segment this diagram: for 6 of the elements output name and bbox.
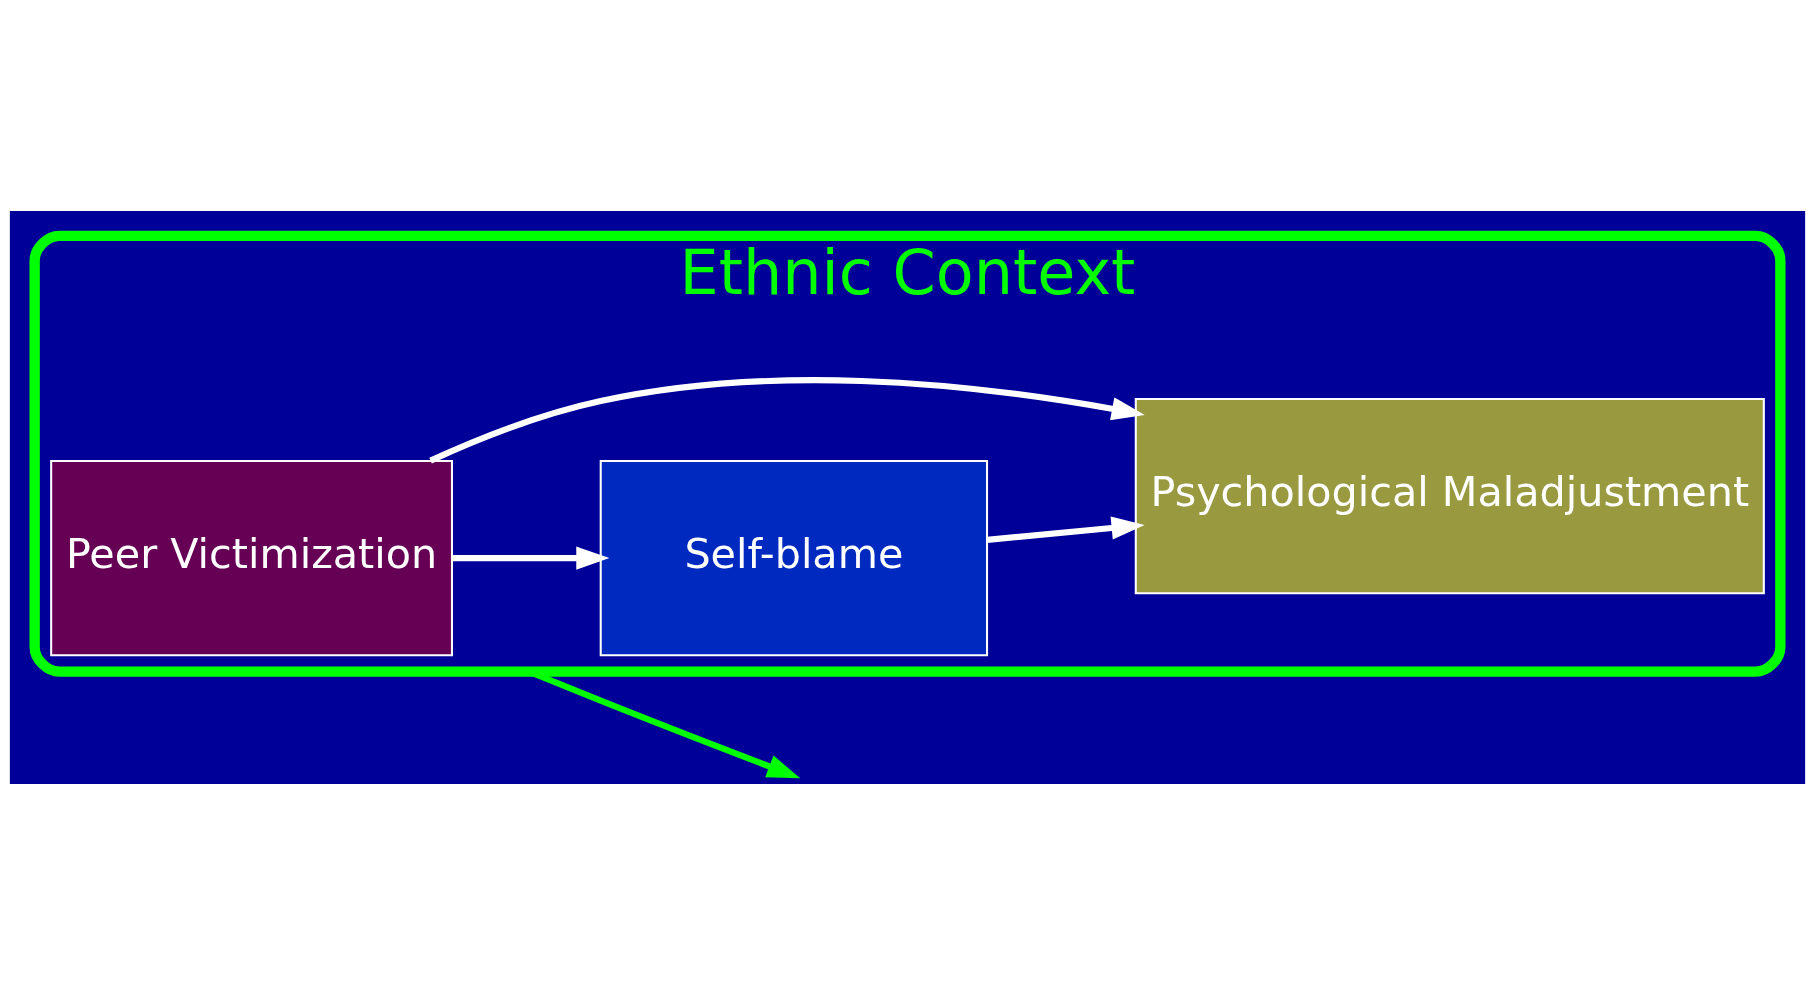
arrow	[986, 516, 1145, 543]
arrow	[452, 546, 609, 570]
node-box: Peer Victimization	[49, 459, 453, 657]
node-box: Psychological Maladjustment	[1134, 397, 1765, 595]
arrow	[428, 377, 1145, 464]
node-box: Self-blame	[599, 459, 988, 657]
